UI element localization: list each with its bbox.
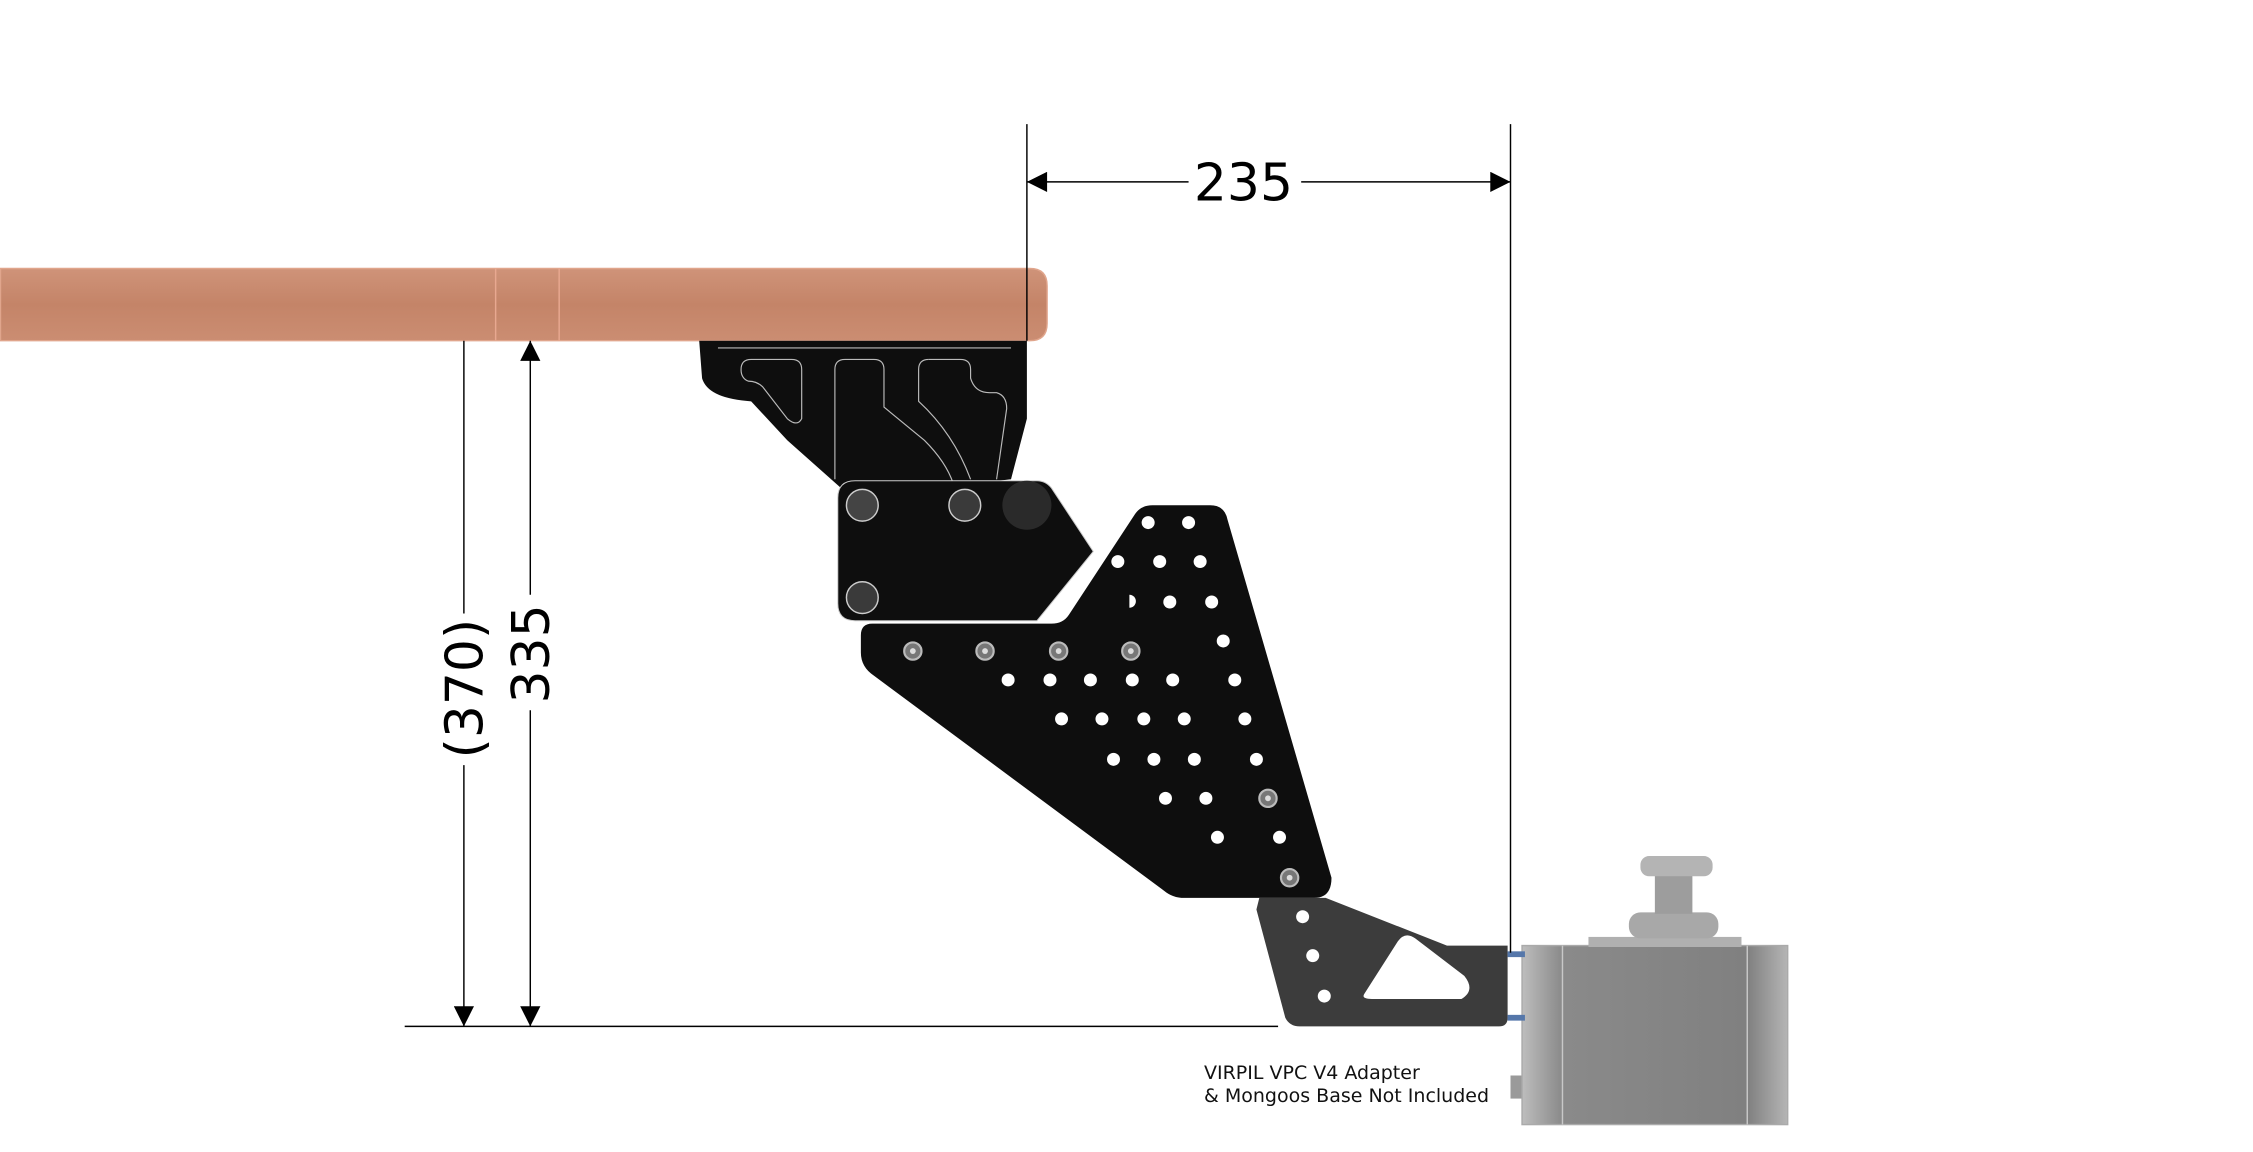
hole [1273,830,1287,844]
hole [1055,712,1069,726]
hole [1163,595,1177,609]
hole [1129,594,1136,608]
hole [1199,791,1213,805]
bracket-cutouts [717,347,1012,484]
hole [1238,712,1252,726]
bolt-center [1055,648,1062,654]
hole [1216,634,1230,648]
knob-icon [845,488,879,522]
hole [1182,516,1196,530]
hole [1317,989,1331,1003]
knob-icon [1002,480,1052,530]
dimension-lines [404,124,1512,1028]
hole [1137,712,1151,726]
hole [1107,752,1121,766]
hole [1001,673,1015,687]
bolt-center [909,648,916,654]
desk-top [0,267,1048,342]
dimension-horizontal-reach: 235 [1194,154,1293,214]
mounting-holes [903,516,1331,1003]
hole [1177,712,1191,726]
upper-clamp-bracket [699,340,1027,499]
hole [1153,555,1167,569]
note-line-1: VIRPIL VPC V4 Adapter [1204,1062,1420,1084]
bolt-center [982,648,988,654]
hole [1095,712,1109,726]
hole [1141,516,1155,530]
hole [1043,673,1057,687]
hole [1083,673,1097,687]
bolt-center [1127,648,1134,654]
hole [1205,595,1219,609]
hole [1210,830,1224,844]
hole [1147,752,1161,766]
hole [1296,910,1310,924]
hole [1111,555,1125,569]
hole [1166,673,1180,687]
hole [1158,791,1172,805]
hole [1125,673,1139,687]
note-line-2: & Mongoos Base Not Included [1204,1085,1490,1107]
adapter-cutout [1363,935,1470,999]
knob-icon [845,581,879,615]
hole [1193,555,1207,569]
bolt-center [1265,795,1271,802]
joystick-base [1507,856,1789,1126]
knob-icon [948,488,982,522]
bolt-center [1286,874,1293,881]
dimension-height-reference: (370) [436,619,496,759]
hole [1187,752,1201,766]
hole [1228,673,1242,687]
hole [1306,949,1320,963]
lower-adapter-plate [1256,897,1508,1027]
not-included-note: VIRPIL VPC V4 Adapter & Mongoos Base Not… [1204,1062,1489,1108]
hole [1249,752,1263,766]
dimension-height-to-bracket: 335 [502,604,562,703]
